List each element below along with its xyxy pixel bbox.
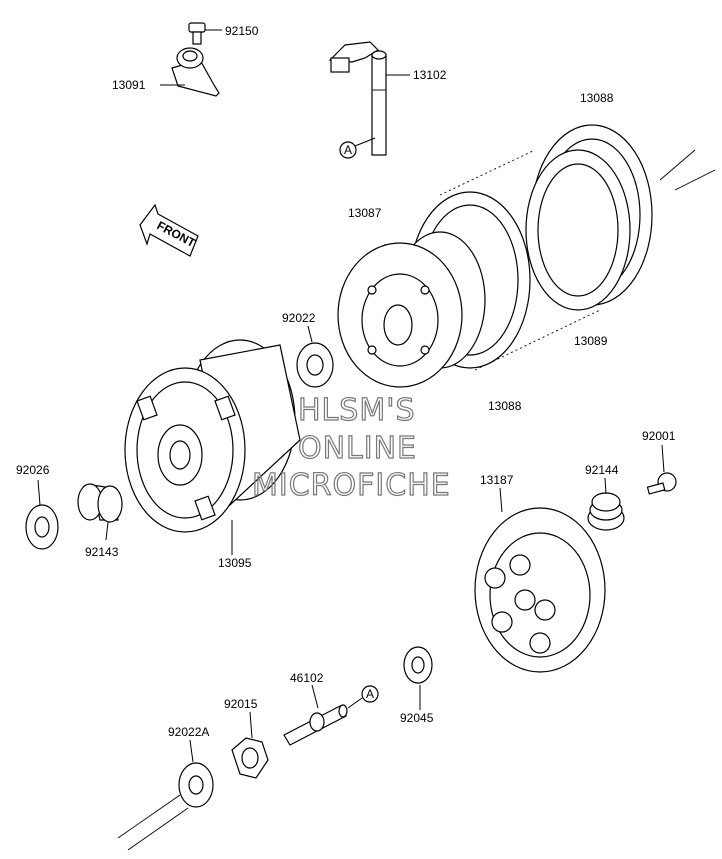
- label-13102: 13102: [413, 68, 447, 82]
- watermark-line-2: ONLINE: [298, 431, 417, 466]
- label-92144: 92144: [585, 463, 619, 477]
- ref-mark-a-lower: [361, 685, 379, 703]
- ref-mark-a-lower-label: A: [366, 687, 374, 701]
- pressure-plate-13187: [474, 507, 606, 673]
- watermark-line-3: MICROFICHE: [252, 468, 451, 503]
- steel-plate-13089: [525, 149, 631, 311]
- label-46102: 46102: [290, 671, 324, 685]
- label-92022: 92022: [282, 311, 316, 325]
- bolt-92150: [188, 22, 206, 45]
- label-13088-top: 13088: [580, 91, 614, 105]
- label-92045: 92045: [400, 711, 434, 725]
- bolt-92001: [646, 472, 677, 495]
- plate-guide-lines: [439, 149, 716, 371]
- front-arrow-icon: [139, 203, 199, 257]
- label-13088-bottom: 13088: [488, 399, 522, 413]
- collar-92143: [77, 483, 123, 523]
- washer-92026: [25, 504, 59, 550]
- label-13187: 13187: [480, 473, 514, 487]
- spring-92144: [587, 492, 625, 531]
- label-13089: 13089: [574, 334, 608, 348]
- washer-92022: [296, 342, 334, 388]
- label-13091: 13091: [112, 78, 146, 92]
- label-13095: 13095: [218, 556, 252, 570]
- shaft-13102: [328, 41, 387, 156]
- label-13087: 13087: [348, 206, 382, 220]
- label-92001: 92001: [642, 429, 676, 443]
- bracket-13091: [171, 47, 220, 97]
- label-92143: 92143: [85, 545, 119, 559]
- label-92015: 92015: [224, 697, 258, 711]
- washer-92022a: [178, 762, 214, 808]
- push-rod-46102: [283, 704, 348, 746]
- label-92150: 92150: [225, 24, 259, 38]
- clutch-hub-13087: [337, 231, 486, 388]
- clutch-housing-13095: [124, 339, 301, 533]
- nut-92015: [231, 737, 269, 779]
- label-92026: 92026: [16, 463, 50, 477]
- watermark-line-1: HLSM'S: [298, 393, 416, 428]
- label-92022a: 92022A: [168, 725, 209, 739]
- ref-mark-a-upper: [339, 141, 357, 159]
- bearing-92045: [403, 646, 433, 684]
- ref-mark-a-upper-label: A: [344, 143, 352, 157]
